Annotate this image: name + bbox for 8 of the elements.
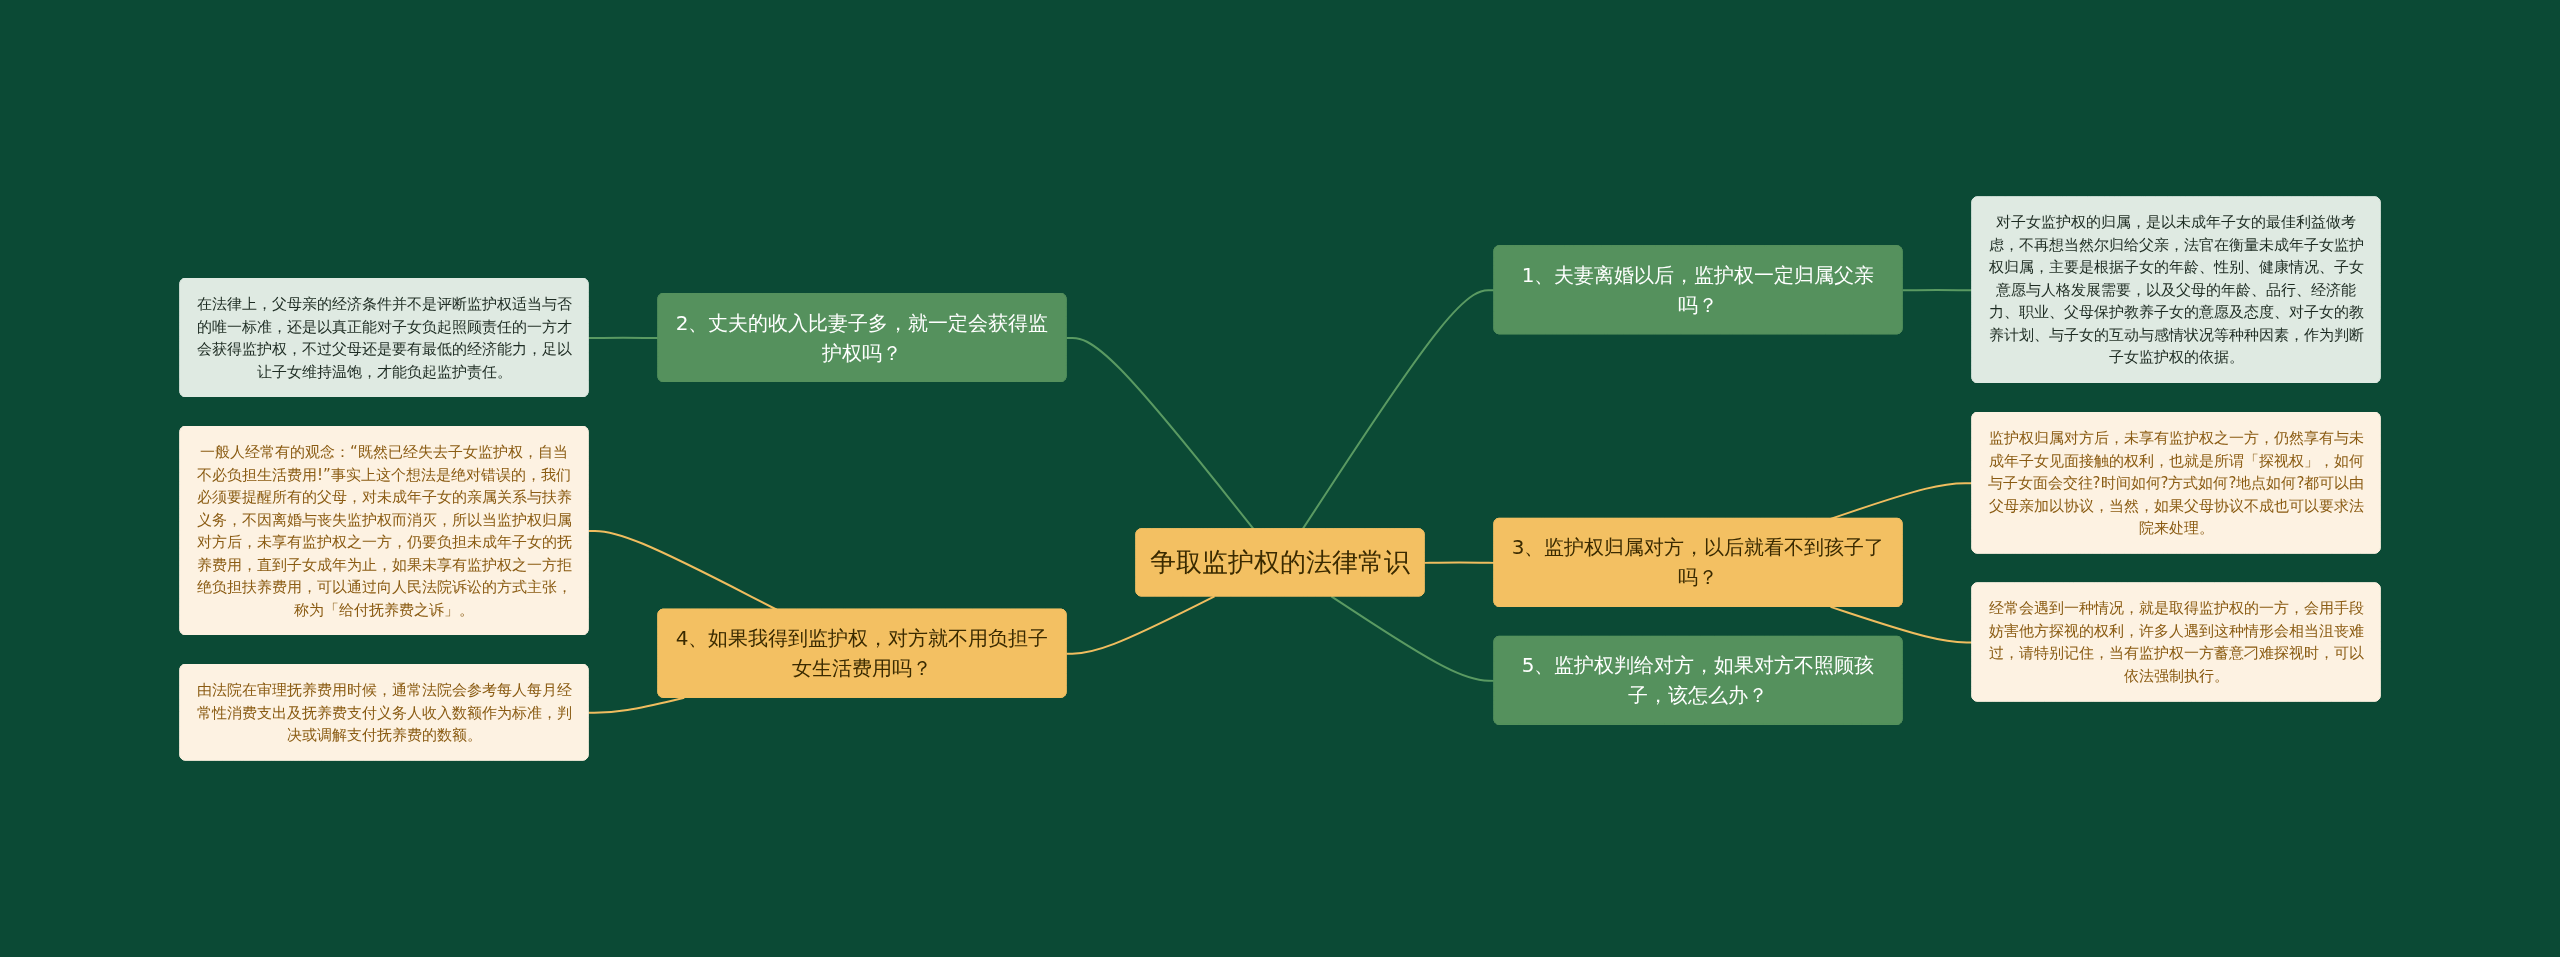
connector [1065, 595, 1216, 655]
connector [1829, 605, 1974, 644]
connector [1901, 288, 1974, 292]
connector [1423, 561, 1496, 564]
connector [587, 336, 660, 339]
connector [587, 529, 778, 611]
connector [587, 696, 686, 714]
connector [1330, 595, 1496, 682]
